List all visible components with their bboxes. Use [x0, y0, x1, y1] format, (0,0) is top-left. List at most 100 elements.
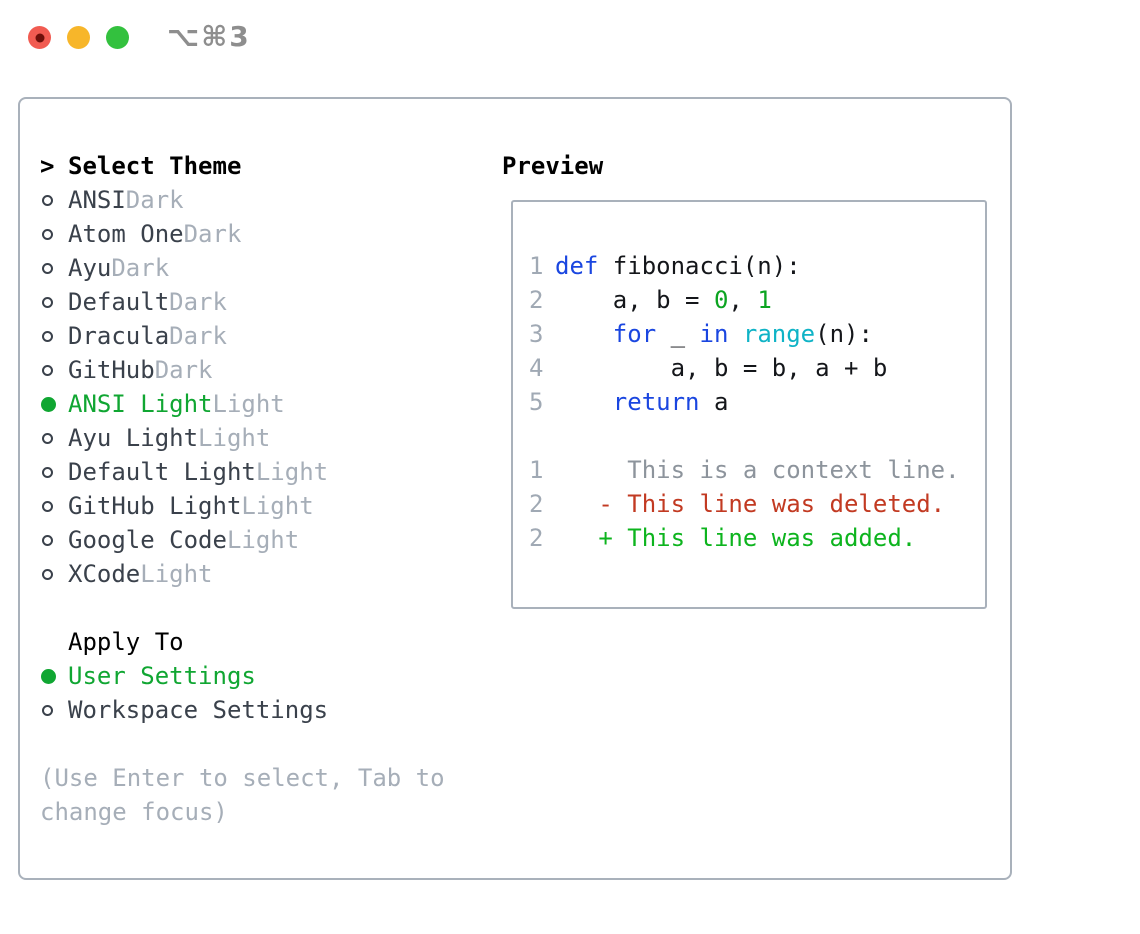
code-text: for _ in range(n): [612, 320, 873, 348]
option-label: ANSI [68, 186, 126, 214]
code-text: return a [612, 388, 729, 416]
code-line [529, 419, 985, 453]
radio-icon [40, 330, 68, 342]
keyboard-hint: (Use Enter to select, Tab to change focu… [40, 764, 445, 826]
theme-variant-label: Dark [125, 186, 184, 214]
option-label: XCode [68, 560, 141, 588]
theme-option-atom-one-dark[interactable]: Atom One Dark [40, 217, 480, 251]
radio-circle [42, 262, 53, 274]
theme-variant-label: Dark [169, 288, 227, 316]
theme-option-ansi-light-light[interactable]: ANSI Light Light [40, 387, 480, 421]
spacer [40, 591, 480, 625]
theme-option-github-light-light[interactable]: GitHub Light Light [40, 489, 480, 523]
prompt-icon: > [40, 152, 55, 180]
line-number: 2 [529, 286, 544, 314]
code-line: 3 for _ in range(n): [529, 317, 985, 351]
select-theme-title: Select Theme [68, 152, 242, 180]
line-number: 2 [529, 524, 544, 552]
line-number: 4 [529, 354, 544, 382]
line-number: 3 [529, 320, 544, 348]
radio-circle [42, 534, 53, 546]
theme-option-ayu-light-light[interactable]: Ayu Light Light [40, 421, 480, 455]
line-number: 1 [529, 252, 544, 280]
zoom-button-icon[interactable] [106, 26, 129, 49]
theme-variant-label: Light [255, 458, 329, 486]
code-line: 1 This is a context line. [529, 453, 985, 487]
preview-title: Preview [502, 152, 604, 180]
theme-option-github-dark[interactable]: GitHub Dark [40, 353, 480, 387]
radio-icon [40, 228, 68, 240]
code-line: 4 a, b = b, a + b [529, 351, 985, 385]
theme-option-ansi-dark[interactable]: ANSI Dark [40, 183, 480, 217]
option-label: Google Code [68, 526, 227, 554]
option-label: Ayu Light [68, 424, 199, 452]
code-line: 5 return a [529, 385, 985, 419]
window-title: ⌥⌘3 [167, 20, 251, 53]
code-text: def fibonacci(n): [555, 252, 801, 280]
radio-circle [42, 466, 53, 478]
radio-filled-dot [41, 396, 56, 412]
minimize-button-icon[interactable] [67, 26, 90, 49]
theme-option-google-code-light[interactable]: Google Code Light [40, 523, 480, 557]
option-label: GitHub [68, 356, 155, 384]
selected-radio-icon [40, 668, 68, 684]
line-number: 1 [529, 456, 544, 484]
option-label: Dracula [68, 322, 170, 350]
theme-option-ayu-dark[interactable]: Ayu Dark [40, 251, 480, 285]
radio-icon [40, 568, 68, 580]
select-theme-header: > Select Theme [40, 149, 480, 183]
radio-icon [40, 500, 68, 512]
apply-to-header: Apply To [40, 625, 480, 659]
radio-icon [40, 262, 68, 274]
theme-variant-label: Light [198, 424, 271, 452]
line-number: 5 [529, 388, 544, 416]
code-text: + This line was added. [555, 524, 917, 552]
radio-circle [42, 704, 53, 716]
close-button-icon[interactable] [28, 26, 51, 49]
preview-box: 1 def fibonacci(n): 2 a, b = 0, 1 3 for _ i… [511, 200, 987, 609]
theme-variant-label: Dark [154, 356, 213, 384]
radio-icon [40, 704, 68, 716]
apply-option-user-settings[interactable]: User Settings [40, 659, 480, 693]
theme-variant-label: Dark [169, 322, 227, 350]
theme-variant-label: Light [226, 526, 300, 554]
radio-icon [40, 534, 68, 546]
option-label: User Settings [68, 662, 256, 690]
code-text: - This line was deleted. [555, 490, 946, 518]
theme-variant-label: Dark [111, 254, 170, 282]
radio-circle [42, 228, 53, 240]
selected-radio-icon [40, 396, 68, 412]
theme-option-default-light-light[interactable]: Default Light Light [40, 455, 480, 489]
radio-circle [42, 500, 53, 512]
option-label: Default [68, 288, 170, 316]
title-bar: ⌥⌘3 [0, 0, 1140, 75]
option-label: GitHub Light [68, 492, 242, 520]
line-number: 2 [529, 490, 544, 518]
traffic-lights [28, 26, 129, 49]
radio-icon [40, 364, 68, 376]
option-label: ANSI Light [68, 390, 213, 418]
code-text: a, b = 0, 1 [555, 286, 772, 314]
theme-option-xcode-light[interactable]: XCode Light [40, 557, 480, 591]
code-line: 2 - This line was deleted. [529, 487, 985, 521]
theme-option-dracula-dark[interactable]: Dracula Dark [40, 319, 480, 353]
radio-circle [42, 194, 53, 206]
code-text: a, b = b, a + b [555, 354, 888, 382]
theme-variant-label: Dark [183, 220, 242, 248]
theme-variant-label: Light [140, 560, 213, 588]
code-line: 1 def fibonacci(n): [529, 249, 985, 283]
radio-circle [42, 296, 53, 308]
theme-variant-label: Light [212, 390, 285, 418]
option-label: Default Light [68, 458, 256, 486]
close-button-dot-icon [35, 33, 44, 42]
theme-option-default-dark[interactable]: Default Dark [40, 285, 480, 319]
code-line: 2 + This line was added. [529, 521, 985, 555]
apply-option-workspace-settings[interactable]: Workspace Settings [40, 693, 480, 727]
radio-circle [42, 568, 53, 580]
code-text: This is a context line. [555, 456, 960, 484]
